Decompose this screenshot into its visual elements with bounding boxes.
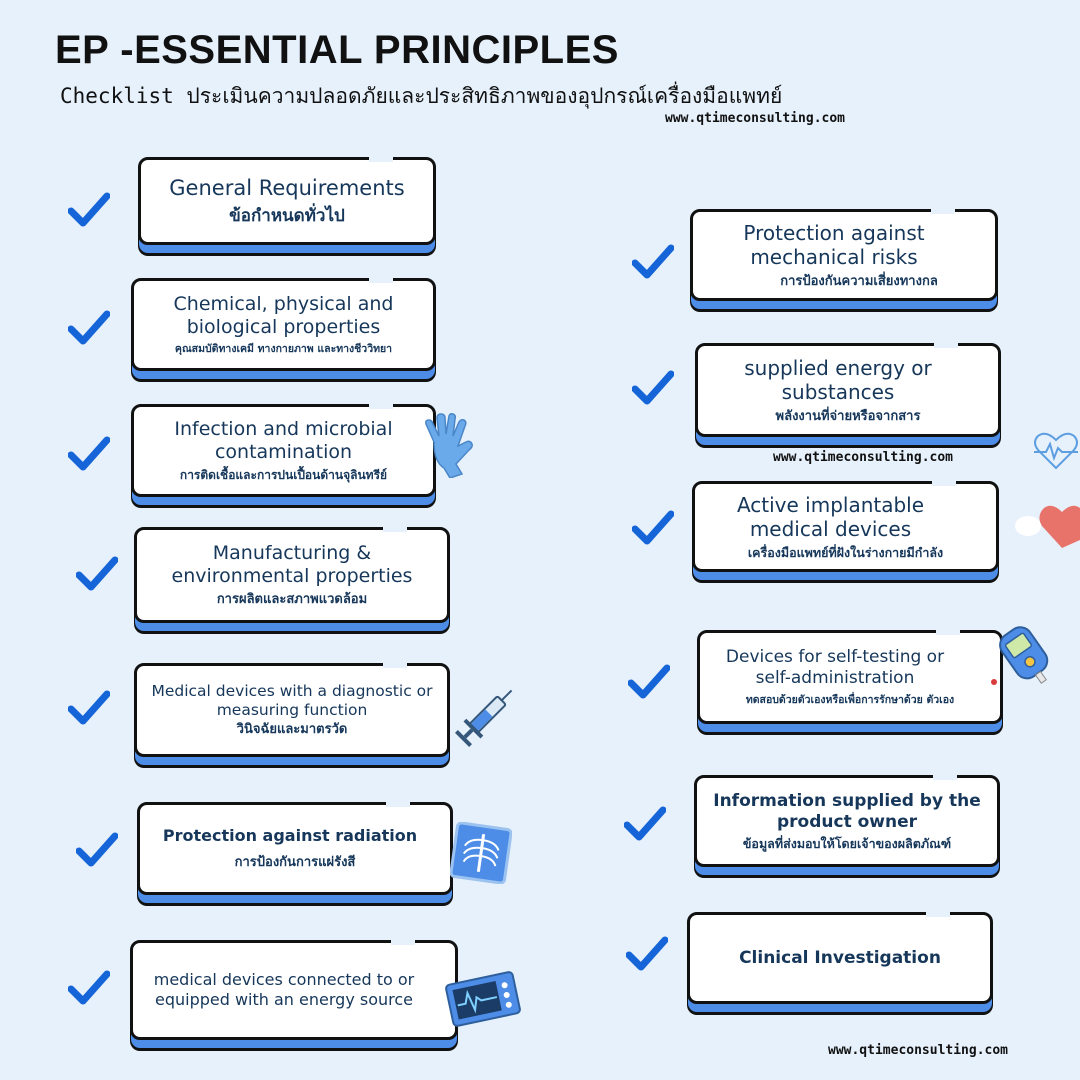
card-chemical-physical-biological[interactable]: Chemical, physical and biological proper… [131,276,436,371]
card-infection-microbial[interactable]: Infection and microbial contamination กา… [131,402,436,497]
website-url-bottom[interactable]: www.qtimeconsulting.com [828,1043,1009,1058]
card-title-th: พลังงานที่จ่ายหรือจากสาร [775,408,921,424]
card-title-th: การป้องกันความเสี่ยงทางกล [780,273,938,289]
checkmark-icon [632,244,674,279]
card-diagnostic-measuring[interactable]: Medical devices with a diagnostic or mea… [134,661,450,757]
card-title-en: Information supplied by the product owne… [713,790,981,832]
card-title-en: Medical devices with a diagnostic or mea… [151,682,433,720]
checkmark-icon [628,664,670,699]
card-title-th: ทดสอบด้วยตัวเองหรือเพื่อการรักษาด้วย ตัว… [745,694,955,707]
checkmark-icon [68,436,110,471]
card-title-th: การติดเชื้อและการปนเปื้อนด้านจุลินทรีย์ [179,468,388,483]
page-subtitle: Checklist ประเมินความปลอดภัยและประสิทธิภ… [60,84,783,108]
card-title-en: medical devices connected to or equipped… [153,970,415,1009]
card-title-th: ข้อมูลที่ส่งมอบให้โดยเจ้าของผลิตภัณฑ์ [742,836,952,852]
card-title-en: Active implantable medical devices [736,492,925,541]
checkmark-icon [68,192,110,227]
card-title-en: Protection against mechanical risks [743,220,925,270]
checkmark-icon [76,832,118,867]
card-title-en: Infection and microbial contamination [174,418,393,464]
card-title-th: การผลิตและสภาพแวดล้อม [216,592,368,608]
checkmark-icon [68,310,110,345]
card-title-th: เครื่องมือแพทย์ที่ฝังในร่างกายมีกำลัง [747,545,944,561]
website-url-middle[interactable]: www.qtimeconsulting.com [773,450,954,465]
checkmark-icon [626,936,668,971]
page-title: EP -ESSENTIAL PRINCIPLES [55,28,619,72]
card-supplied-energy-substances[interactable]: supplied energy or substances พลังงานที่… [695,341,1001,437]
card-title-en: Clinical Investigation [739,947,941,968]
card-information-supplied[interactable]: Information supplied by the product owne… [694,773,1000,867]
card-title-en: Chemical, physical and biological proper… [173,293,394,339]
card-title-en: supplied energy or substances [744,355,932,405]
card-general-requirements[interactable]: General Requirements ข้อกำหนดทั่วไป [138,155,436,245]
card-clinical-investigation[interactable]: Clinical Investigation [687,910,993,1004]
glove-icon [425,413,473,478]
xray-icon [450,822,512,884]
card-manufacturing-environmental[interactable]: Manufacturing & environmental properties… [134,525,450,623]
checkmark-icon [68,690,110,725]
checkmark-icon [632,510,674,545]
card-title-en: Manufacturing & environmental properties [171,542,413,588]
card-title-th: คุณสมบัติทางเคมี ทางกายภาพ และทางชีววิทย… [174,343,393,356]
website-url-top[interactable]: www.qtimeconsulting.com [665,111,846,126]
card-title-en: Devices for self-testing or self-adminis… [725,646,945,688]
checkmark-icon [76,556,118,591]
glucose-meter-icon [991,626,1049,685]
heart-icon [1015,505,1080,548]
card-mechanical-risks[interactable]: Protection against mechanical risks การป… [690,207,998,301]
card-protection-radiation[interactable]: Protection against radiation การป้องกันก… [137,800,453,895]
card-title-en: General Requirements [169,176,405,200]
card-title-en: Protection against radiation [162,825,418,845]
monitor-icon [445,971,521,1027]
card-self-testing[interactable]: Devices for self-testing or self-adminis… [697,628,1003,724]
card-title-th: วินิจฉัยและมาตรวัด [236,722,348,738]
card-energy-source-devices[interactable]: medical devices connected to or equipped… [130,938,458,1040]
syringe-icon [455,689,513,747]
card-title-th: การป้องกันการแผ่รังสี [234,855,356,871]
card-active-implantable[interactable]: Active implantable medical devices เครื่… [692,479,999,572]
card-title-th: ข้อกำหนดทั่วไป [229,205,345,226]
checkmark-icon [68,970,110,1005]
checkmark-icon [632,370,674,405]
heart-monitor-icon [1034,432,1078,470]
checkmark-icon [624,806,666,841]
